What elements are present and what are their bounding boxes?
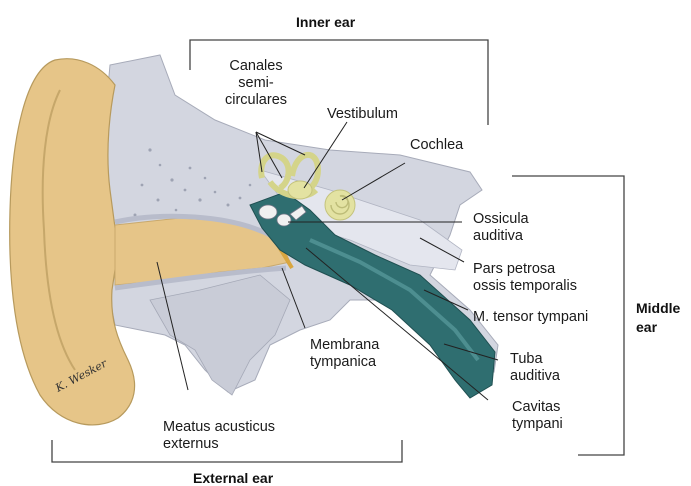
label-meatus-acusticus: Meatus acusticus externus — [163, 419, 275, 453]
label-canales-semicirculares: Canales semi- circulares — [223, 58, 289, 109]
label-ossicula-auditiva: Ossicula auditiva — [473, 211, 529, 245]
label-pars-petrosa: Pars petrosa ossis temporalis — [473, 261, 577, 295]
middle-ear-heading: Middle ear — [636, 299, 680, 337]
label-m-tensor-tympani: M. tensor tympani — [473, 309, 588, 326]
label-tuba-auditiva: Tuba auditiva — [510, 351, 560, 385]
inner-ear-heading: Inner ear — [296, 14, 355, 30]
label-vestibulum: Vestibulum — [327, 106, 398, 123]
label-membrana-tympanica: Membrana tympanica — [310, 337, 379, 371]
label-cavitas-tympani: Cavitas tympani — [512, 399, 563, 433]
external-ear-heading: External ear — [193, 470, 273, 486]
vestibule — [288, 181, 312, 199]
label-cochlea: Cochlea — [410, 137, 463, 154]
